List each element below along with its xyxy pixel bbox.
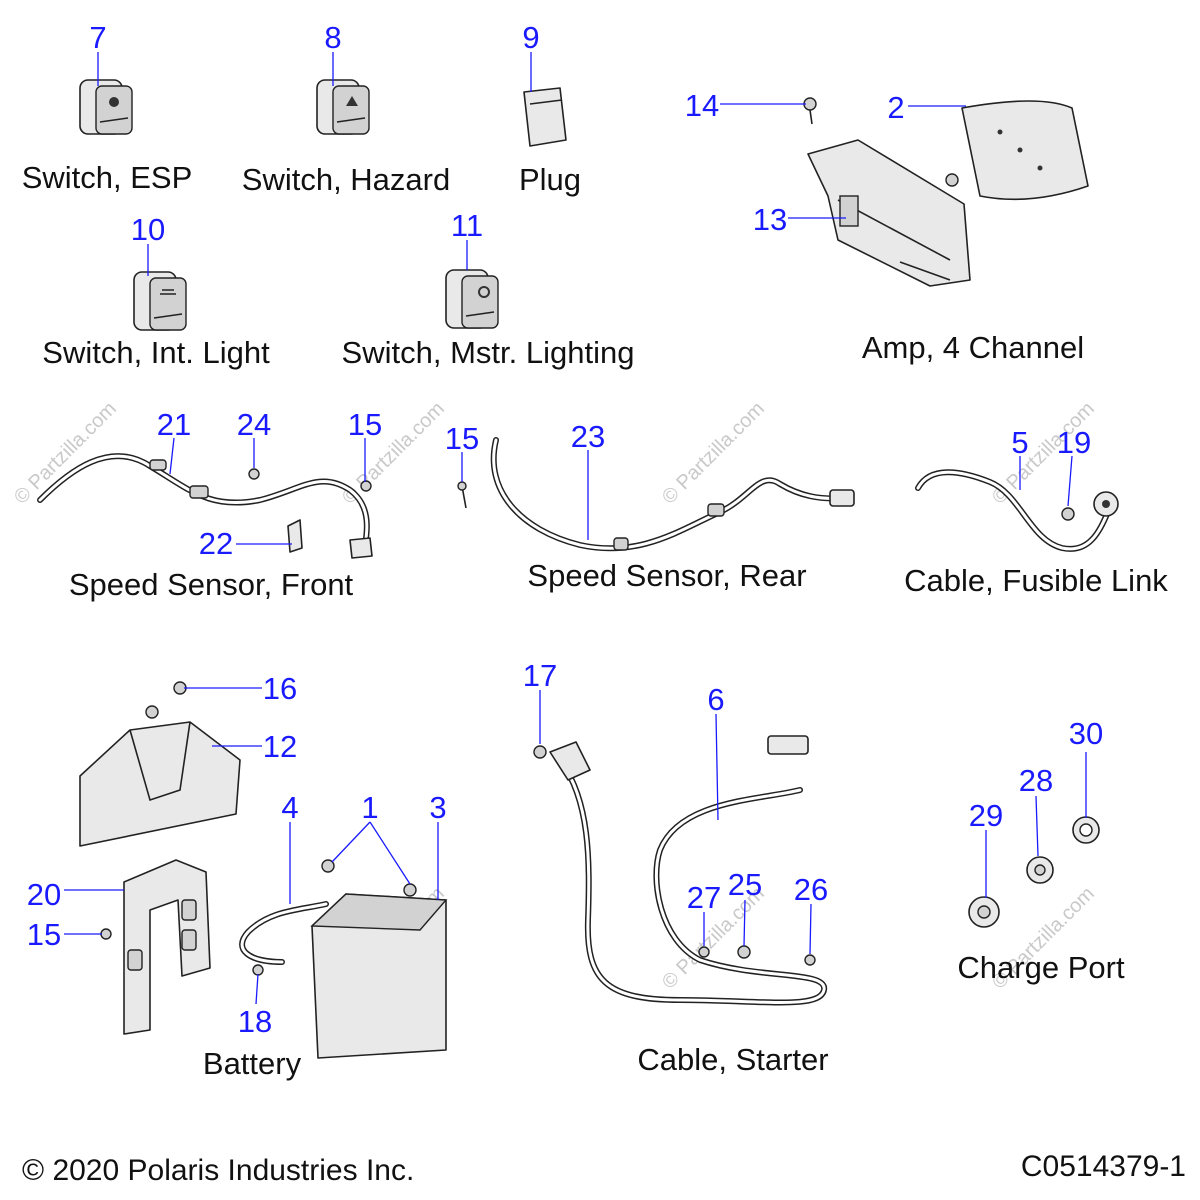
callout-numbers: 7 8 9 14 2 13 10 11 21 24 15 22 15 23 5 … [27,20,1103,1039]
switch-hazard-part[interactable] [316,79,370,135]
battery-cover-screw-part[interactable] [145,681,187,719]
watermark-layer: © Partzilla.com © Partzilla.com © Partzi… [10,398,1099,994]
callout-number: 14 [685,88,719,123]
battery-cover-part[interactable] [79,721,241,847]
caption-switch-hazard: Switch, Hazard [242,162,450,197]
callout-number: 20 [27,877,61,912]
copyright-notice: © 2020 Polaris Industries Inc. [22,1154,414,1187]
caption-battery: Battery [203,1046,302,1081]
caption-amp: Amp, 4 Channel [862,330,1084,365]
callout-number: 6 [707,682,724,717]
caption-switch-int-light: Switch, Int. Light [42,335,270,370]
battery-bracket-part[interactable] [100,859,211,1035]
callout-number: 16 [263,671,297,706]
callout-number: 10 [131,212,165,247]
callout-number: 12 [263,729,297,764]
amp-bracket-part[interactable] [807,139,971,287]
fusible-link-cable-part[interactable] [915,469,1119,552]
amp-screw-part[interactable] [803,97,959,187]
callout-number: 4 [281,790,298,825]
callout-number: 30 [1069,716,1103,751]
callout-number: 3 [429,790,446,825]
caption-cable-fusible-link: Cable, Fusible Link [904,563,1168,598]
drawing-id: C0514379-1 [1021,1150,1186,1183]
battery-cable-part[interactable] [239,901,329,976]
callout-number: 9 [522,20,539,55]
switch-esp-part[interactable] [79,79,133,135]
caption-switch-esp: Switch, ESP [22,160,193,195]
callout-number: 15 [445,421,479,456]
callout-number: 21 [157,407,191,442]
callout-number: 24 [237,407,271,442]
callout-number: 2 [887,90,904,125]
callout-number: 19 [1057,425,1091,460]
speed-sensor-rear-part[interactable] [457,437,855,552]
callout-number: 8 [324,20,341,55]
battery-part[interactable] [310,859,448,1059]
callout-number: 25 [728,867,762,902]
speed-sensor-front-part[interactable] [37,453,373,559]
callout-number: 1 [361,790,378,825]
switch-int-light-part[interactable] [133,271,187,331]
leader-lines [64,52,1087,1005]
starter-cable-part[interactable] [533,735,828,1006]
callout-number: 13 [753,202,787,237]
callout-number: 22 [199,526,233,561]
callout-number: 27 [687,880,721,915]
switch-mstr-lighting-part[interactable] [445,269,499,329]
charge-port-cap-part[interactable] [968,896,1000,928]
caption-speed-sensor-rear: Speed Sensor, Rear [527,558,806,593]
callout-number: 15 [27,917,61,952]
captions: Switch, ESP Switch, Hazard Plug Amp, 4 C… [22,160,1169,1081]
caption-switch-mstr-lighting: Switch, Mstr. Lighting [342,335,635,370]
charge-port-nut-part[interactable] [1072,816,1100,844]
plug-part[interactable] [523,87,567,147]
speed-sensor-front-bracket-part[interactable] [287,519,303,553]
callout-number: 28 [1019,763,1053,798]
callout-number: 17 [523,658,557,693]
callout-number: 26 [794,872,828,907]
callout-number: 23 [571,419,605,454]
caption-speed-sensor-front: Speed Sensor, Front [69,567,354,602]
callout-number: 18 [238,1004,272,1039]
charge-port-socket-part[interactable] [1026,856,1054,884]
callout-number: 15 [348,407,382,442]
callout-number: 5 [1011,425,1028,460]
caption-cable-starter: Cable, Starter [637,1042,828,1077]
speed-sensor-front-bolt-part[interactable] [248,468,372,492]
callout-number: 11 [451,208,483,243]
caption-plug: Plug [519,162,581,197]
amp-cover-part[interactable] [961,100,1089,201]
callout-number: 7 [89,20,106,55]
caption-charge-port: Charge Port [957,950,1125,985]
callout-number: 29 [969,798,1003,833]
watermark-text: © Partzilla.com [10,398,121,509]
